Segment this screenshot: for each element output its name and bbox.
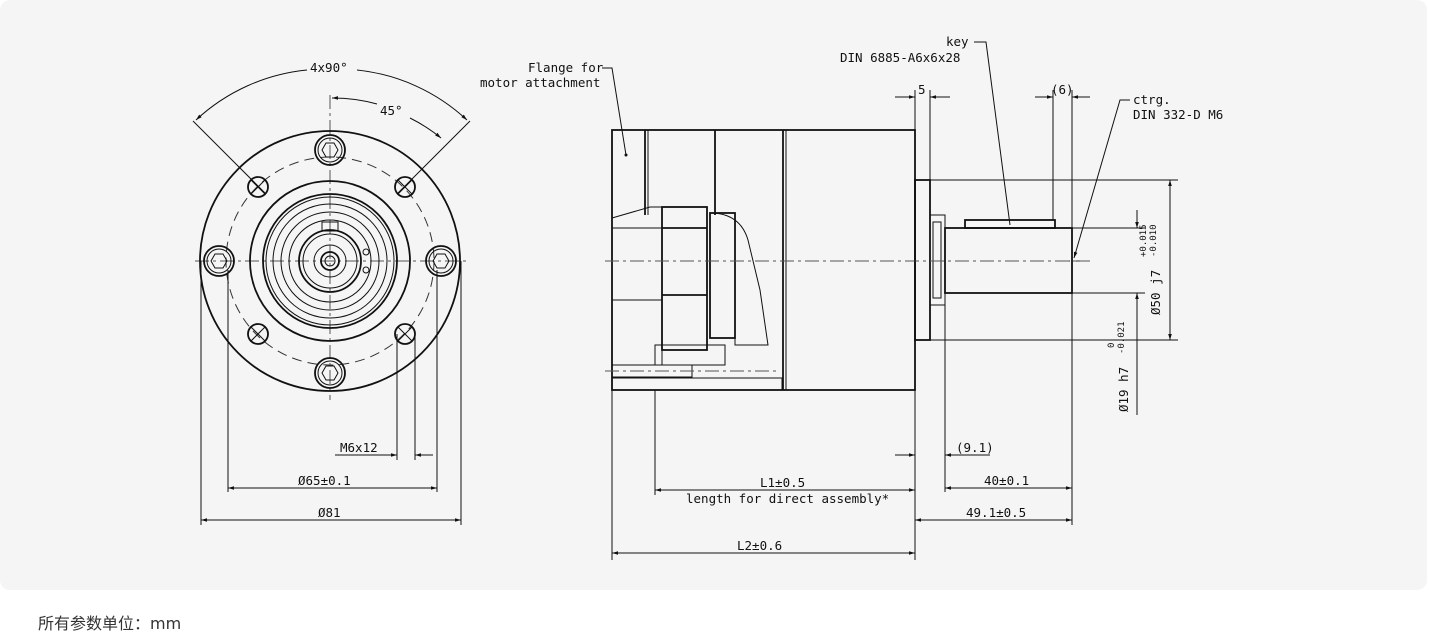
outer-flange-circle (199, 130, 461, 392)
gearbox-body (611, 129, 916, 391)
bolt-circle-dim-label: Ø65±0.1 (298, 473, 351, 488)
dim-49-1-label: 49.1±0.5 (966, 505, 1026, 520)
dim-5-label: 5 (918, 82, 926, 97)
dim-d50-tol-lower: -0.010 (1149, 224, 1159, 257)
dim-d50-label: Ø50 j7 (1148, 270, 1163, 315)
dim-d50-tol-upper: +0.015 (1139, 224, 1149, 257)
dim-d19-tol-upper: 0 (1107, 343, 1117, 348)
angle-offset-label: 45° (380, 103, 403, 118)
socket-bolt-icon (314, 357, 346, 389)
thread-dim-label: M6x12 (340, 440, 378, 455)
dim-6-label: (6) (1051, 82, 1074, 97)
socket-bolt-icon (314, 134, 346, 166)
key-label-line2: DIN 6885-A6x6x28 (840, 50, 960, 65)
socket-bolt-icon (425, 245, 457, 277)
socket-bolt-icon (203, 245, 235, 277)
dim-L1-label: L1±0.5 (760, 475, 805, 490)
ctrg-label-line1: ctrg. (1133, 92, 1171, 107)
dim-d19-tol-lower: -0.021 (1117, 321, 1127, 354)
ctrg-label-line2: DIN 332-D M6 (1133, 107, 1223, 122)
dim-L1-note: length for direct assembly* (686, 491, 889, 506)
flange-label-line1: Flange for (528, 60, 604, 75)
dim-40-label: 40±0.1 (984, 473, 1029, 488)
key (964, 219, 1056, 229)
drawing-card: 4x90° 45° M6x12 Ø65±0.1 Ø81 (192, 34, 1224, 560)
side-view: Flange for motor attachment key DIN 6885… (480, 34, 1223, 560)
dim-9-1-label: (9.1) (956, 440, 994, 455)
technical-drawing: 4x90° 45° M6x12 Ø65±0.1 Ø81 (192, 34, 1223, 560)
outer-diameter-dim-label: Ø81 (318, 505, 341, 520)
key-label-line1: key (946, 34, 969, 49)
dim-L2-label: L2±0.6 (737, 538, 782, 553)
units-footnote: 所有参数单位：mm (38, 614, 182, 633)
flange-label-line2: motor attachment (480, 75, 600, 90)
dim-d19-label: Ø19 h7 (1116, 367, 1131, 412)
front-view: 4x90° 45° M6x12 Ø65±0.1 Ø81 (192, 60, 471, 525)
angle-total-label: 4x90° (310, 60, 348, 75)
